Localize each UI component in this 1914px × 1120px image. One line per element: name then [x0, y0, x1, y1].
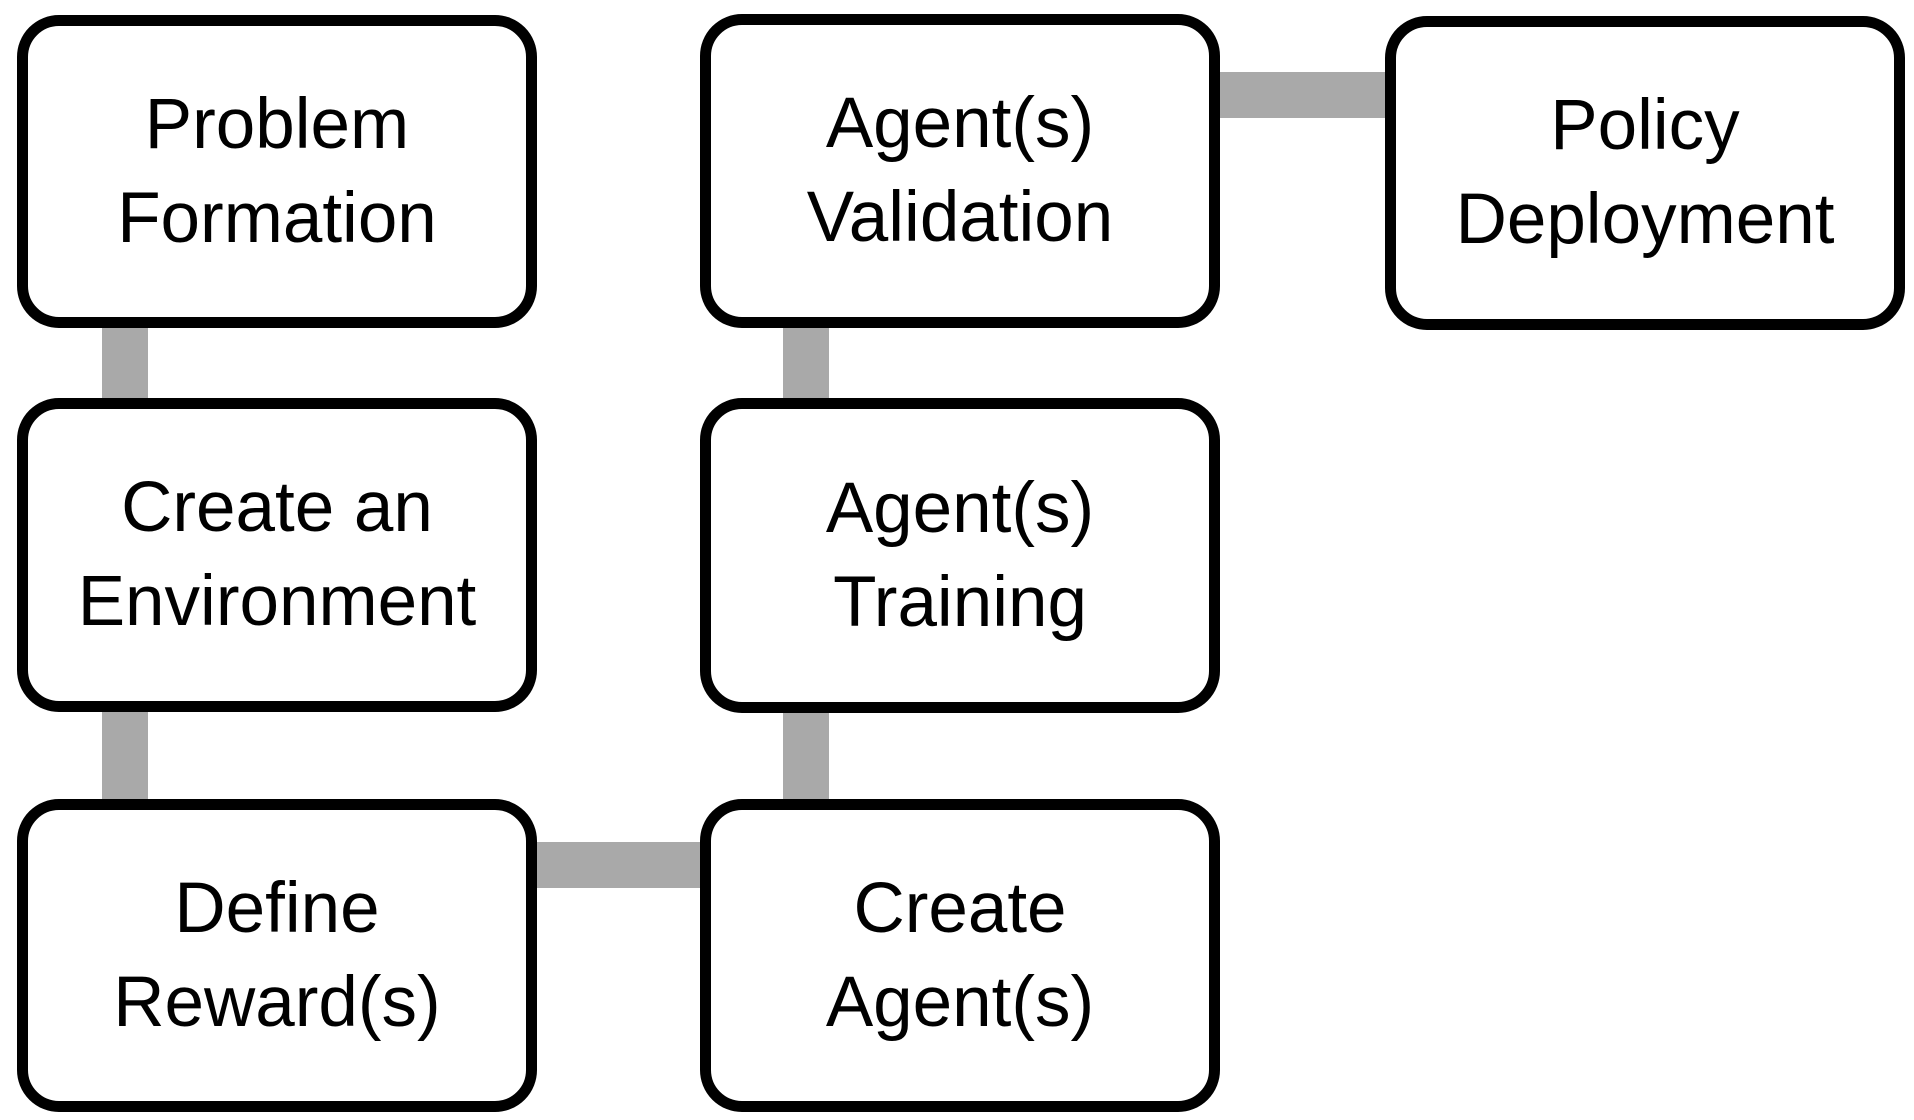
node-define-rewards: Define Reward(s) — [17, 799, 537, 1112]
node-define-rewards-label: Define Reward(s) — [113, 868, 441, 1042]
node-policy-deployment: Policy Deployment — [1385, 16, 1905, 330]
node-problem-formation-label: Problem Formation — [117, 84, 437, 258]
node-agents-training: Agent(s) Training — [700, 398, 1220, 713]
node-problem-formation: Problem Formation — [17, 15, 537, 328]
connector-create-environment-to-define-rewards — [102, 703, 148, 805]
node-policy-deployment-label: Policy Deployment — [1455, 86, 1835, 259]
node-create-agents: Create Agent(s) — [700, 799, 1220, 1112]
node-agents-training-label: Agent(s) Training — [825, 468, 1095, 642]
connector-agents-training-to-create-agents — [783, 703, 829, 805]
connector-define-rewards-to-create-agents — [530, 842, 707, 888]
node-agents-validation-label: Agent(s) Validation — [806, 84, 1114, 257]
node-create-agents-label: Create Agent(s) — [825, 868, 1095, 1042]
node-create-environment-label: Create an Environment — [77, 468, 477, 641]
node-agents-validation: Agent(s) Validation — [700, 14, 1220, 328]
connector-agents-validation-to-agents-training — [783, 315, 829, 407]
node-create-environment: Create an Environment — [17, 398, 537, 712]
connector-problem-formation-to-create-environment — [102, 315, 148, 407]
connector-agents-validation-to-policy-deployment — [1214, 72, 1392, 118]
